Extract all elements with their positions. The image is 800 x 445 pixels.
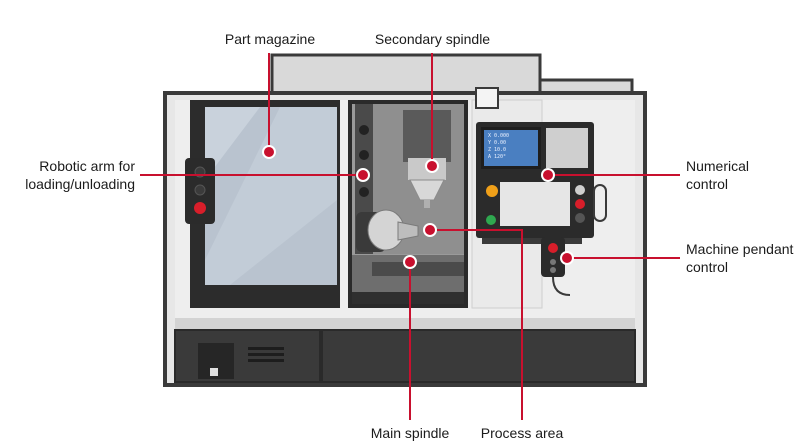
label-pendant-line1: Machine pendant (686, 241, 794, 257)
secondary-spindle-body (403, 110, 451, 162)
label-numerical-control-line2: control (686, 176, 729, 192)
marker-numerical-control (541, 168, 555, 182)
pendant (541, 237, 565, 277)
control-keypad-top (546, 128, 588, 168)
control-keys (500, 182, 570, 226)
marker-secondary-spindle (425, 159, 439, 173)
control-dark-knob (575, 213, 585, 223)
chamber-lip (352, 292, 464, 304)
label-numerical-control-line1: Numerical (686, 158, 750, 174)
marker-process-area (423, 223, 437, 237)
turret-tool-2 (359, 150, 369, 160)
marker-robotic-arm (356, 168, 370, 182)
robot-panel-red (194, 202, 206, 214)
marker-main-spindle (403, 255, 417, 269)
label-main-spindle: Main spindle (370, 425, 450, 441)
door-base (190, 285, 340, 308)
tower-cap (475, 87, 499, 109)
control-knob-right (575, 185, 585, 195)
pendant-red (548, 243, 558, 253)
label-robotic-arm: Robotic arm for loading/unloading (10, 157, 135, 193)
leader-process-area (430, 229, 523, 420)
label-secondary-spindle: Secondary spindle (374, 31, 491, 47)
control-red-button (575, 199, 585, 209)
vent-grille (248, 347, 284, 362)
control-green-button (486, 215, 496, 225)
lower-box-slot (210, 368, 218, 376)
marker-part-magazine (262, 145, 276, 159)
readout-line: Z 10.0 (488, 147, 507, 153)
readout-line: A 120° (488, 154, 507, 160)
label-pendant: Machine pendant control (686, 240, 798, 276)
screen-readout: X 0.000 Y 0.00 Z 10.0 A 120° (488, 133, 536, 161)
marker-pendant (560, 251, 574, 265)
secondary-spindle-chuck (409, 179, 445, 201)
chamber-bed (372, 262, 464, 276)
lower-panel-right (321, 329, 636, 383)
window-glare (205, 107, 260, 180)
turret-tool-1 (359, 125, 369, 135)
lower-strip (175, 318, 635, 330)
control-handle (593, 184, 607, 222)
label-robotic-arm-line2: loading/unloading (25, 176, 135, 192)
vent-row (248, 359, 284, 362)
readout-line: Y 0.00 (488, 140, 507, 146)
label-numerical-control: Numerical control (686, 157, 796, 193)
label-process-area: Process area (480, 425, 564, 441)
window-glare-2 (205, 107, 337, 285)
vent-row (248, 347, 284, 350)
robot-panel-dot-2 (194, 184, 206, 196)
pendant-dot-2 (550, 267, 556, 273)
vent-row (248, 353, 284, 356)
label-robotic-arm-line1: Robotic arm for (39, 158, 135, 174)
control-base (482, 238, 582, 244)
readout-line: X 0.000 (488, 133, 510, 139)
control-orange-knob (486, 185, 498, 197)
label-part-magazine: Part magazine (224, 31, 316, 47)
label-pendant-line2: control (686, 259, 729, 275)
turret-tool-4 (359, 187, 369, 197)
main-spindle-jaw (397, 221, 419, 241)
pendant-cable (552, 276, 571, 296)
pendant-dot-1 (550, 259, 556, 265)
secondary-spindle-tip (424, 200, 430, 208)
control-screen (484, 130, 538, 166)
